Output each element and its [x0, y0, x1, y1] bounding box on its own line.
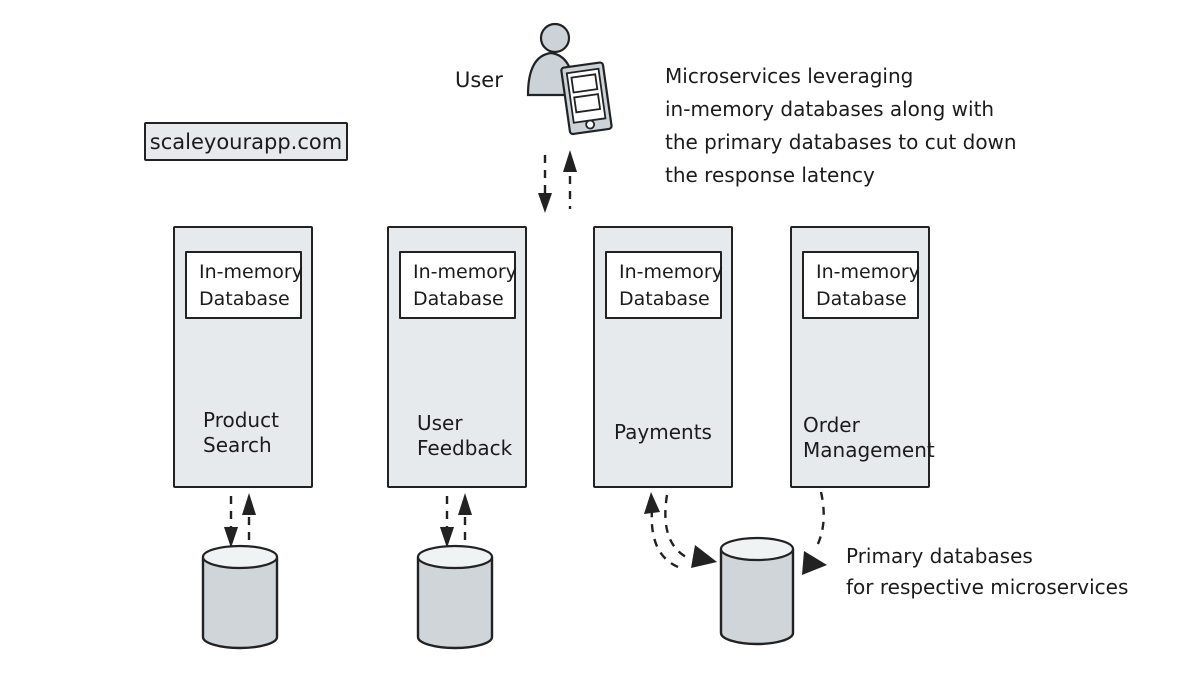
annotation-primary-databases: Primary databases for respective microse…	[846, 541, 1128, 603]
service-label-payments: Payments	[614, 420, 712, 444]
service-label-order-management: Order Management	[803, 413, 935, 462]
inmemory-database-label: Database	[413, 288, 504, 310]
annotation-microservices: Microservices leveraging in-memory datab…	[665, 60, 1017, 192]
service-box-order-management: In-memory Database Order Management	[790, 226, 935, 488]
service-box-user-feedback: In-memory Database User Feedback	[387, 226, 527, 488]
inmemory-database-label: Database	[816, 288, 907, 310]
arrow-order-management-to-db-icon	[802, 491, 827, 575]
inmemory-database-label: In-memory	[199, 261, 303, 283]
arrow-user-feedback-down-icon	[440, 496, 454, 548]
inmemory-database-label: Database	[619, 288, 710, 310]
brand-box: scaleyourapp.com	[144, 122, 348, 161]
annotation-line: the response latency	[665, 163, 875, 187]
database-cylinder-icon	[201, 544, 279, 650]
database-cylinder-icon	[416, 544, 494, 650]
brand-label: scaleyourapp.com	[149, 129, 343, 154]
database-cylinder-icon	[719, 536, 795, 646]
service-label-user-feedback: User Feedback	[417, 411, 513, 460]
service-label-product-search: Product Search	[203, 408, 279, 457]
annotation-line: in-memory databases along with	[665, 97, 995, 121]
user-icon	[526, 22, 576, 97]
service-box-payments: In-memory Database Payments	[593, 226, 733, 488]
inmemory-database-box: In-memory Database	[399, 251, 517, 319]
arrow-user-feedback-up-icon	[458, 493, 472, 548]
inmemory-database-box: In-memory Database	[185, 251, 303, 319]
annotation-line: for respective microservices	[846, 575, 1129, 599]
inmemory-database-box: In-memory Database	[802, 251, 920, 319]
inmemory-database-label: Database	[199, 288, 290, 310]
arrow-user-up-icon	[563, 150, 577, 209]
arrow-product-search-down-icon	[224, 496, 238, 548]
arrow-payments-to-db-icon	[664, 494, 717, 568]
arrow-payments-up-icon	[644, 492, 679, 569]
inmemory-database-box: In-memory Database	[605, 251, 723, 319]
service-box-product-search: In-memory Database Product Search	[173, 226, 313, 488]
inmemory-database-label: In-memory	[816, 261, 920, 283]
arrow-user-down-icon	[538, 155, 552, 213]
annotation-line: Microservices leveraging	[665, 64, 914, 88]
tablet-icon	[560, 61, 613, 136]
inmemory-database-label: In-memory	[413, 261, 517, 283]
annotation-line: Primary databases	[846, 544, 1033, 568]
annotation-line: the primary databases to cut down	[665, 130, 1017, 154]
user-label: User	[455, 68, 503, 92]
inmemory-database-label: In-memory	[619, 261, 723, 283]
arrow-product-search-up-icon	[242, 493, 256, 548]
